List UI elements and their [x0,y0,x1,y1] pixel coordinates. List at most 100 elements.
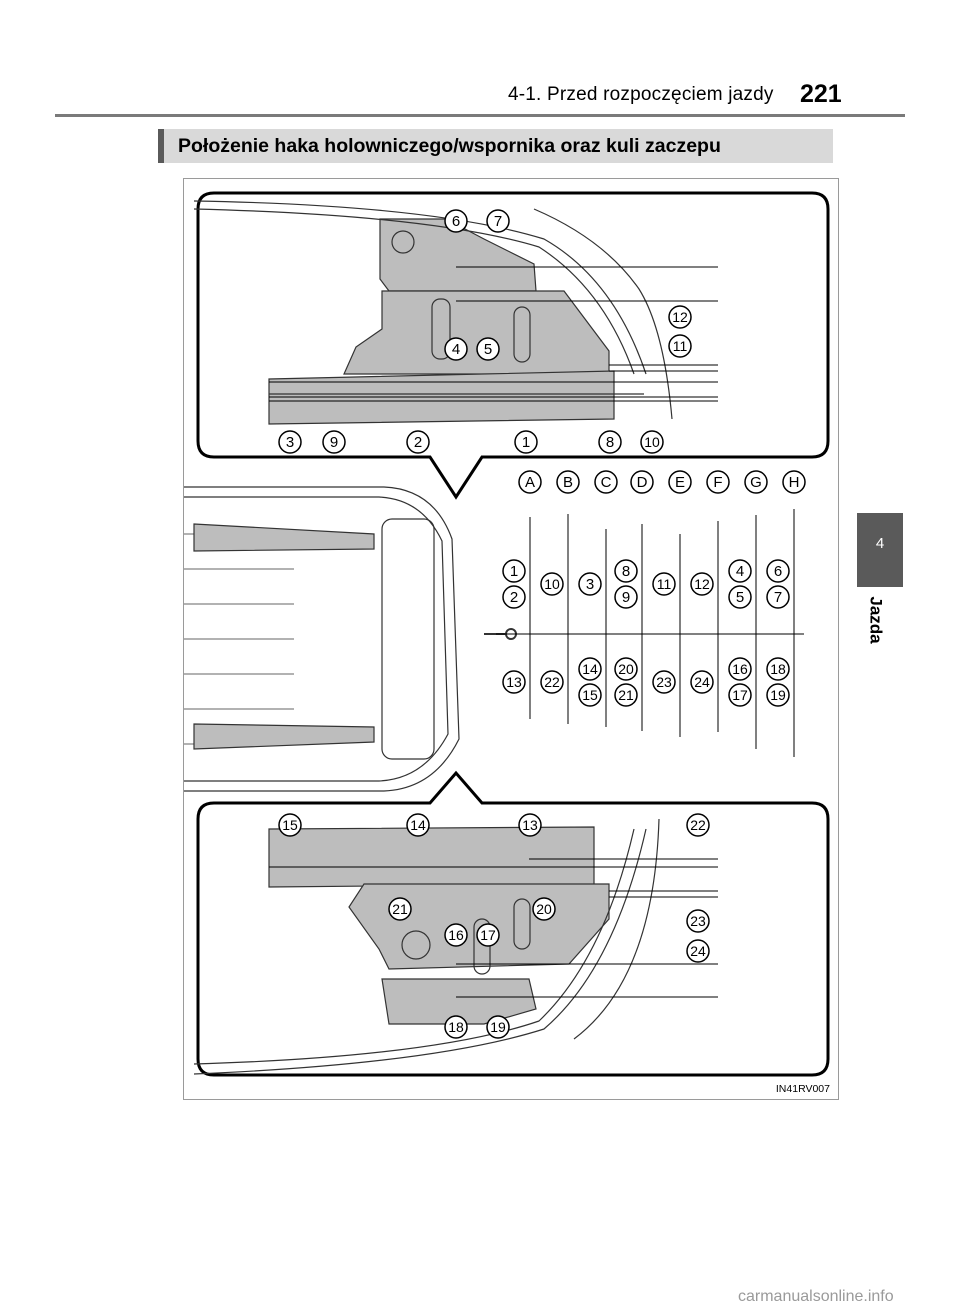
upper-callout-4-text: 4 [736,563,744,580]
lower-callout-16-text: 16 [732,661,748,677]
column-letter-F: F [706,470,730,494]
upper-callout-10-text: 10 [544,576,560,592]
top-callout-4: 4 [444,337,468,361]
bottom-callout-23-text: 23 [690,913,706,929]
upper-callout-11: 11 [652,572,676,596]
upper-callout-1-text: 1 [510,563,518,580]
top-callout-11: 11 [668,334,692,358]
bottom-callout-13-text: 13 [522,817,538,833]
lower-callout-19-text: 19 [770,687,786,703]
upper-callout-9-text: 9 [622,589,630,606]
section-heading: Położenie haka holowniczego/wspornika or… [158,129,833,163]
top-callout-3-text: 3 [286,434,294,451]
footer-site[interactable]: carmanualsonline.info [738,1288,894,1305]
top-callout-7-text: 7 [494,213,502,230]
column-letter-C-text: C [601,474,612,491]
lower-callout-22-text: 22 [544,674,560,690]
top-frame-parts [268,218,615,425]
top-callout-10-text: 10 [644,434,660,450]
bottom-leader-lines [269,858,718,998]
upper-callout-4: 4 [728,559,752,583]
upper-callout-11-text: 11 [657,576,672,592]
chapter-tab-label: Jazda [860,590,900,650]
column-letter-A: A [518,470,542,494]
upper-callout-10: 10 [540,572,564,596]
column-letter-D: D [630,470,654,494]
lower-callout-14: 14 [578,657,602,681]
bottom-callout-16-text: 16 [448,927,464,943]
bottom-frame-parts [268,826,610,1025]
lower-callout-21: 21 [614,683,638,707]
lower-callout-21-text: 21 [618,687,634,703]
column-letter-G-text: G [750,474,762,491]
lower-callout-17-text: 17 [732,687,748,703]
lower-callout-23: 23 [652,670,676,694]
upper-callout-2-text: 2 [510,589,518,606]
lower-callout-18-text: 18 [770,661,786,677]
column-letter-H: H [782,470,806,494]
bottom-callout-13: 13 [518,813,542,837]
lower-callout-15: 15 [578,683,602,707]
top-callout-4-text: 4 [452,341,460,358]
upper-callout-12: 12 [690,572,714,596]
column-letter-B: B [556,470,580,494]
top-leader-lines [269,266,718,402]
top-detail-frame [196,191,830,500]
upper-callout-8-text: 8 [622,563,630,580]
top-callout-9-text: 9 [330,434,338,451]
upper-callout-7-text: 7 [774,589,782,606]
bottom-callout-21: 21 [388,897,412,921]
upper-callout-3-text: 3 [586,576,594,593]
lower-callout-24-text: 24 [694,674,710,690]
chapter-title: 4-1. Przed rozpoczęciem jazdy [508,84,774,105]
top-callout-12-text: 12 [672,309,688,325]
car-top-view [184,486,517,792]
column-letter-E-text: E [675,474,685,491]
header-rule [55,114,905,117]
lower-callout-23-text: 23 [656,674,672,690]
top-callout-6-text: 6 [452,213,460,230]
bottom-callout-20: 20 [532,897,556,921]
bottom-callout-19-text: 19 [490,1019,506,1035]
bottom-detail-frame [196,770,830,1077]
upper-callout-5: 5 [728,585,752,609]
chapter-tab[interactable]: 4 [857,513,903,587]
top-callout-12: 12 [668,305,692,329]
column-letter-G: G [744,470,768,494]
bottom-callout-20-text: 20 [536,901,552,917]
top-callout-3: 3 [278,430,302,454]
column-letter-H-text: H [789,474,800,491]
section-title: Położenie haka holowniczego/wspornika or… [178,135,721,157]
upper-callout-5-text: 5 [736,589,744,606]
bottom-callout-18: 18 [444,1015,468,1039]
lower-callout-22: 22 [540,670,564,694]
lower-callout-19: 19 [766,683,790,707]
top-callout-2: 2 [406,430,430,454]
column-letter-E: E [668,470,692,494]
top-callout-1-text: 1 [522,434,530,451]
bottom-callout-22: 22 [686,813,710,837]
page-number: 221 [800,80,842,108]
upper-callout-2: 2 [502,585,526,609]
chapter-tab-label-text: Jazda [866,596,886,644]
bottom-callout-18-text: 18 [448,1019,464,1035]
bottom-callout-17-text: 17 [480,927,496,943]
lower-callout-13-text: 13 [506,674,522,690]
upper-callout-7: 7 [766,585,790,609]
upper-callout-6-text: 6 [774,563,782,580]
lower-callout-17: 17 [728,683,752,707]
bottom-callout-23: 23 [686,909,710,933]
column-letter-F-text: F [713,474,722,491]
top-callout-9: 9 [322,430,346,454]
upper-callout-8: 8 [614,559,638,583]
bottom-callout-14: 14 [406,813,430,837]
lower-callout-24: 24 [690,670,714,694]
upper-callout-6: 6 [766,559,790,583]
top-callout-6: 6 [444,209,468,233]
top-callout-1: 1 [514,430,538,454]
bottom-frame-outline [193,818,660,1075]
upper-callout-3: 3 [578,572,602,596]
lower-callout-13: 13 [502,670,526,694]
bottom-callout-22-text: 22 [690,817,706,833]
